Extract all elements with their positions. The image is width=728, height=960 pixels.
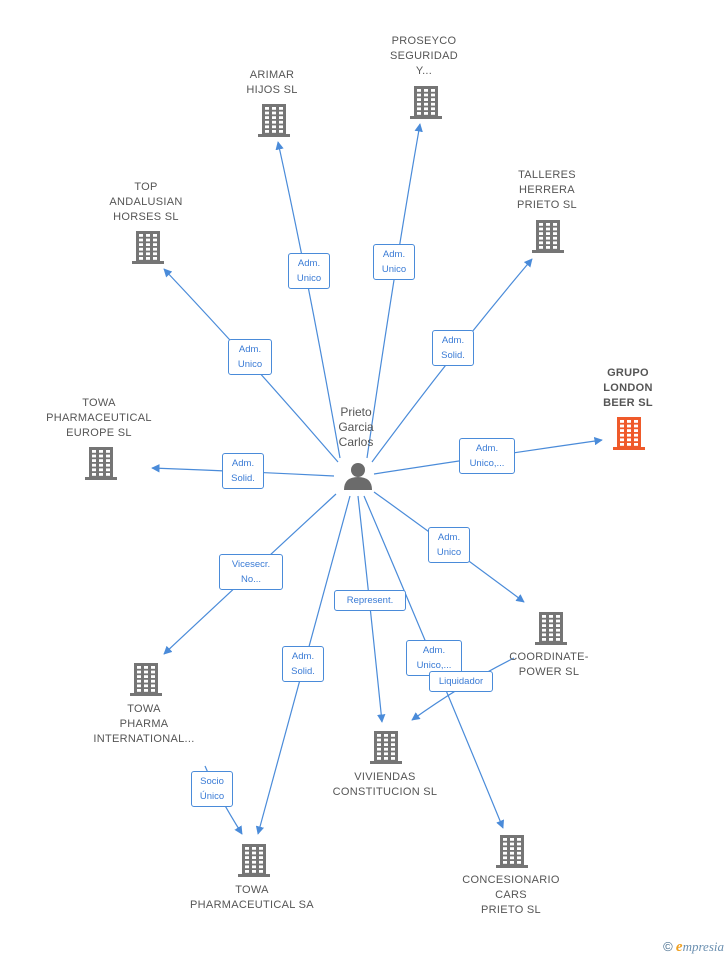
person-name[interactable]: Prieto Garcia Carlos bbox=[338, 405, 374, 449]
building-icon-towa_int[interactable] bbox=[130, 663, 162, 696]
edge-label-concesionario[interactable]: Adm. Unico,... bbox=[406, 640, 462, 676]
building-icon-coordinate[interactable] bbox=[535, 612, 567, 645]
edge-label-grupo[interactable]: Adm. Unico,... bbox=[459, 438, 515, 474]
edge-label-top[interactable]: Adm. Unico bbox=[228, 339, 272, 375]
edge-label-towa_eu[interactable]: Adm. Solid. bbox=[222, 453, 264, 489]
company-name-top[interactable]: TOP ANDALUSIAN HORSES SL bbox=[109, 181, 183, 223]
building-icon-concesionario[interactable] bbox=[496, 835, 528, 868]
company-name-towa_eu[interactable]: TOWA PHARMACEUTICAL EUROPE SL bbox=[46, 397, 152, 439]
person-icon[interactable] bbox=[344, 463, 372, 490]
edge-person-arimar bbox=[275, 141, 341, 459]
building-icon-proseyco[interactable] bbox=[410, 86, 442, 119]
edge-label-talleres[interactable]: Adm. Solid. bbox=[432, 330, 474, 366]
building-icon-top[interactable] bbox=[132, 231, 164, 264]
edge-label-towa_int[interactable]: Vicesecr. No... bbox=[219, 554, 283, 590]
company-name-coordinate[interactable]: COORDINATE- POWER SL bbox=[509, 651, 589, 678]
company-name-towa_sa[interactable]: TOWA PHARMACEUTICAL SA bbox=[190, 884, 314, 911]
brand-name: mpresia bbox=[682, 939, 724, 954]
edge-label-towa_sa[interactable]: Adm. Solid. bbox=[282, 646, 324, 682]
company-name-concesionario[interactable]: CONCESIONARIO CARS PRIETO SL bbox=[462, 874, 560, 916]
building-icon-talleres[interactable] bbox=[532, 220, 564, 253]
edge-person-proseyco bbox=[366, 123, 423, 459]
building-icon-towa_sa[interactable] bbox=[238, 844, 270, 877]
company-name-talleres[interactable]: TALLERES HERRERA PRIETO SL bbox=[517, 169, 577, 211]
building-icon-arimar[interactable] bbox=[258, 104, 290, 137]
building-icon-viviendas[interactable] bbox=[370, 731, 402, 764]
company-name-arimar[interactable]: ARIMAR HIJOS SL bbox=[246, 69, 298, 96]
company-name-towa_int[interactable]: TOWA PHARMA INTERNATIONAL... bbox=[93, 703, 195, 745]
brand-initial: e bbox=[675, 939, 683, 955]
edge-label-coordinate[interactable]: Adm. Unico bbox=[428, 527, 470, 563]
copyright-icon: © bbox=[663, 939, 673, 954]
edge-label-viviendas-from-coordinate[interactable]: Liquidador bbox=[429, 670, 493, 692]
edge-label-towa_sa-from-towa_int[interactable]: Socio Único bbox=[191, 771, 233, 807]
edge-label-proseyco[interactable]: Adm. Unico bbox=[373, 244, 415, 280]
edge-label-arimar[interactable]: Adm. Unico bbox=[288, 253, 330, 289]
empresia-watermark: © empresia bbox=[663, 939, 724, 956]
company-name-proseyco[interactable]: PROSEYCO SEGURIDAD Y... bbox=[389, 35, 459, 77]
company-name-grupo[interactable]: GRUPO LONDON BEER SL bbox=[603, 367, 653, 409]
company-name-viviendas[interactable]: VIVIENDAS CONSTITUCION SL bbox=[332, 771, 438, 798]
edge-label-viviendas[interactable]: Represent. bbox=[334, 589, 406, 611]
building-icon-towa_eu[interactable] bbox=[85, 447, 117, 480]
building-icon-grupo[interactable] bbox=[613, 417, 645, 450]
